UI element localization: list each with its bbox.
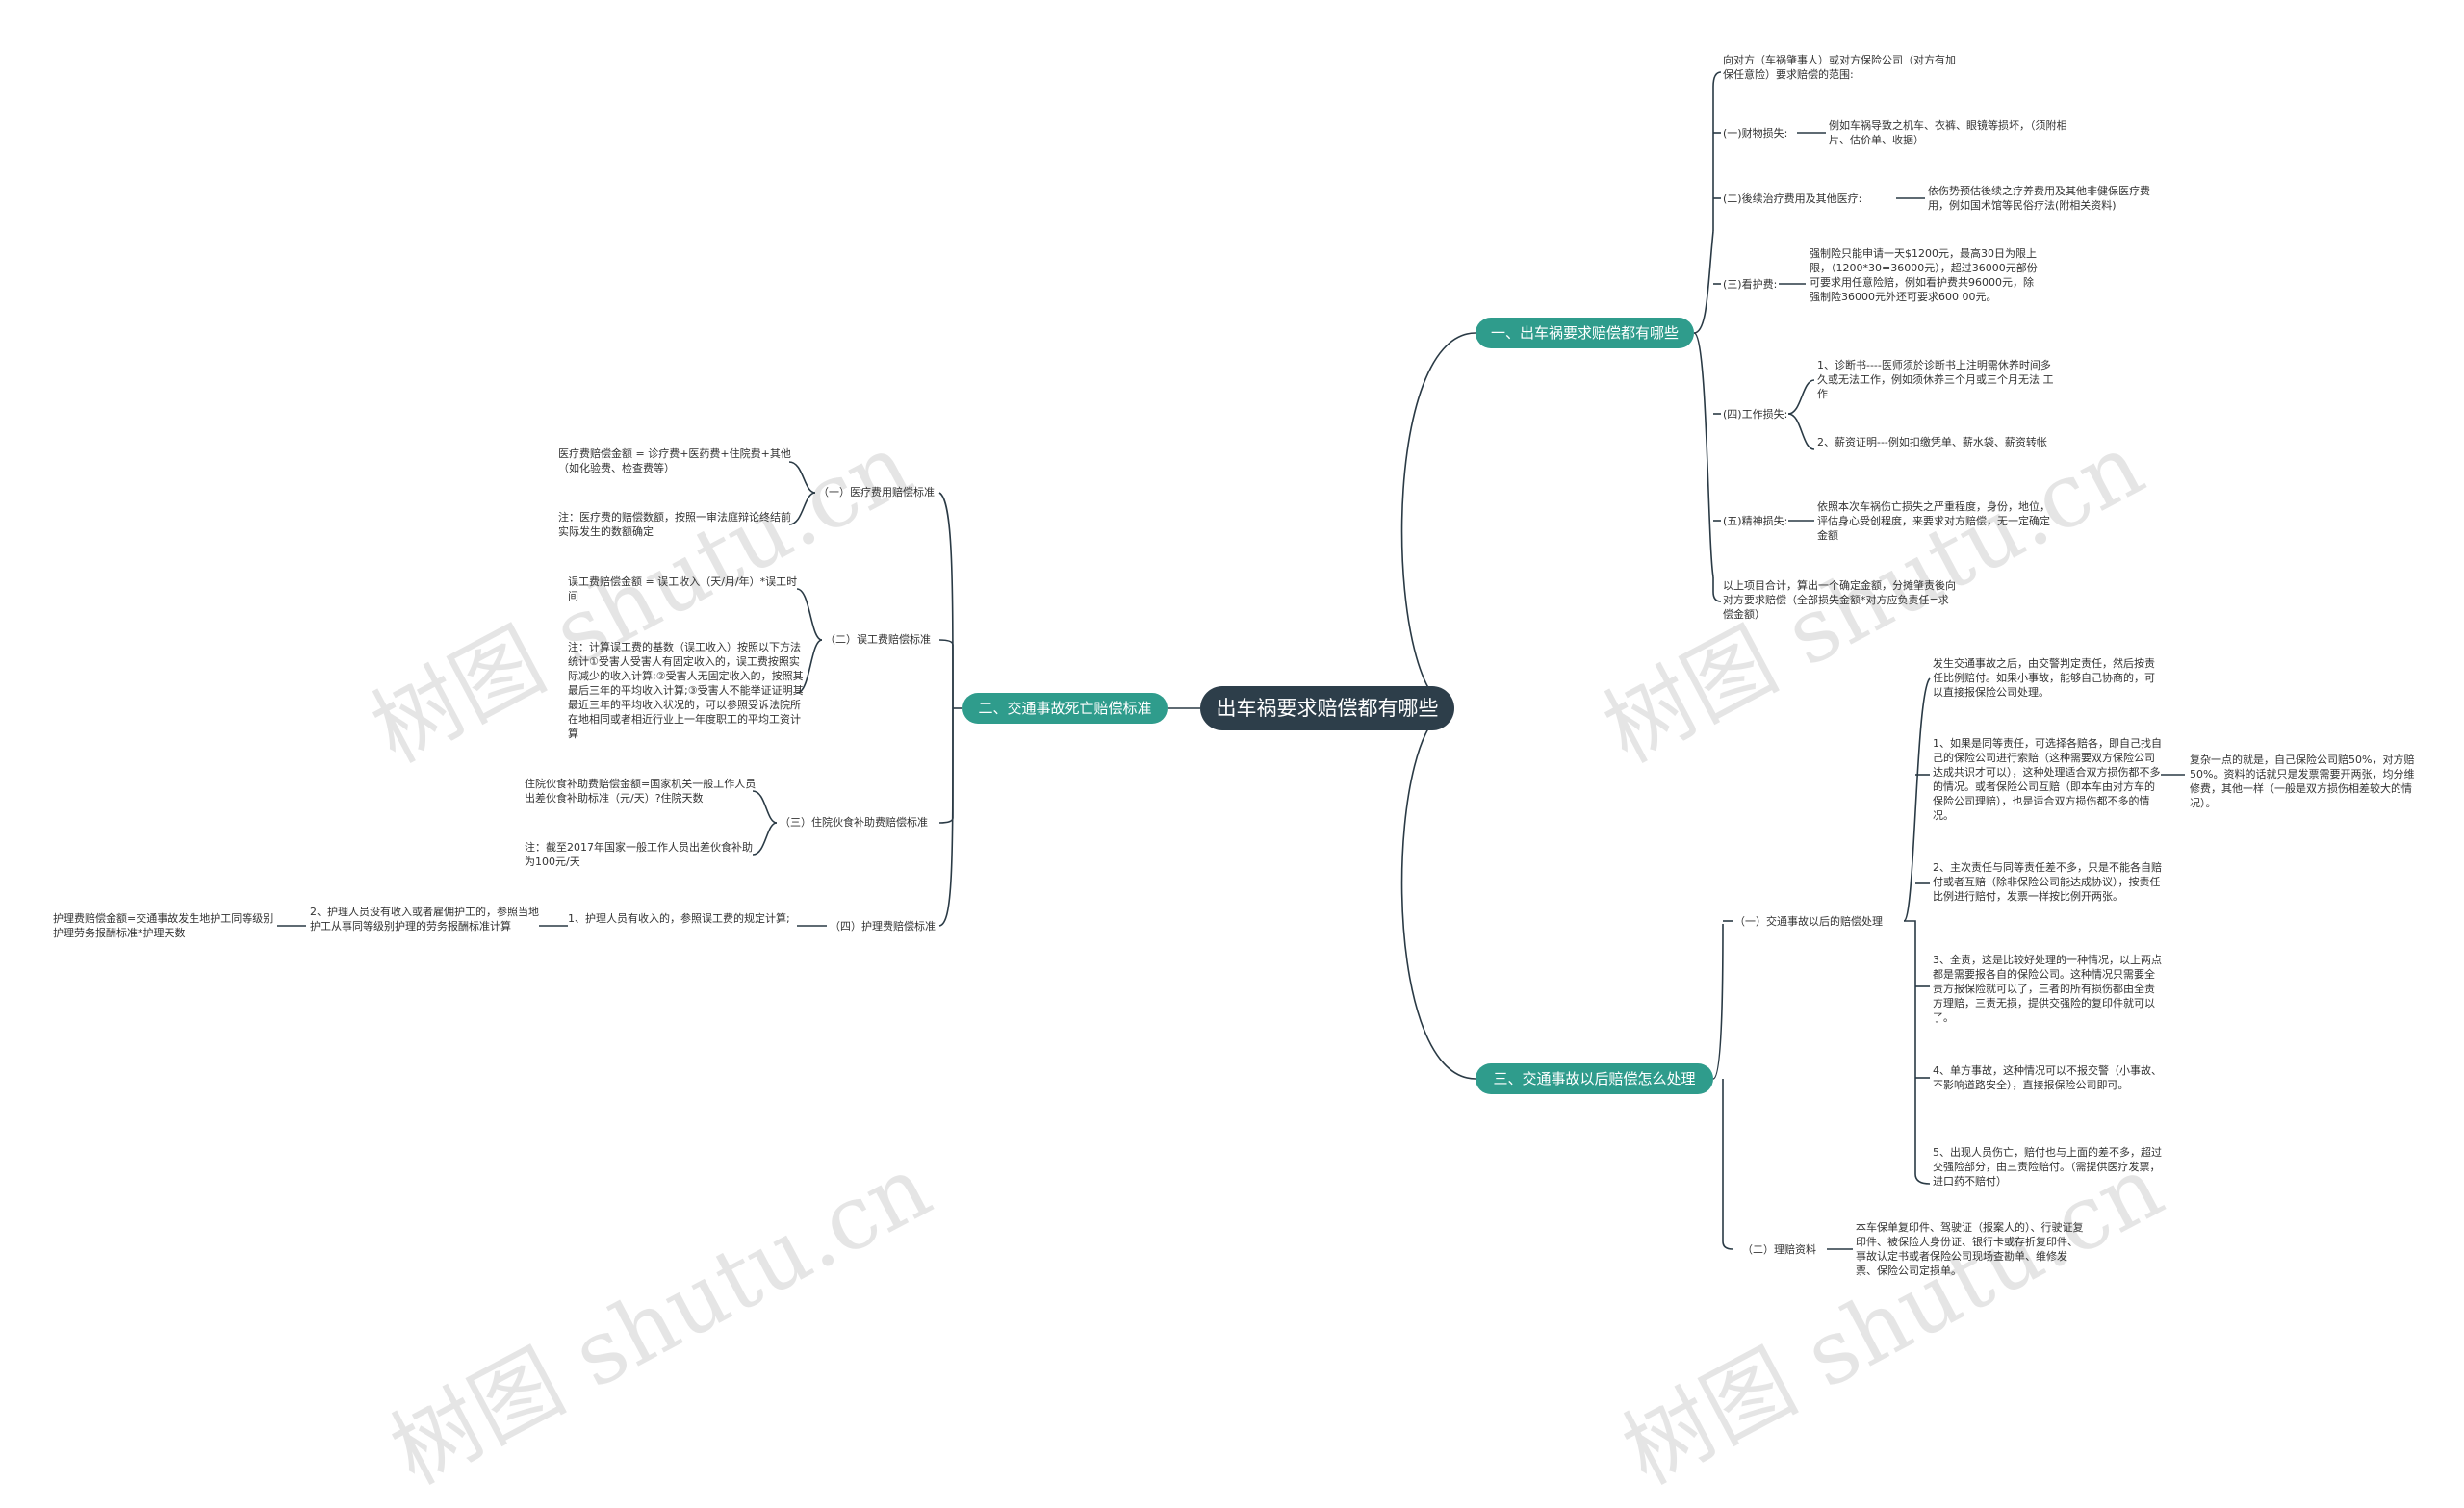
b1-item-detail: 强制险只能申请一天$1200元，最高30日为限上限，（1200*30=36000… [1810,247,2038,303]
b1-item-label[interactable]: (二)後续治疗费用及其他医疗: [1723,192,1862,205]
b2-item-detail: 注：医疗费的赔偿数额，按照一审法庭辩论终结前实际发生的数额确定 [558,511,791,538]
b3-item-detail: 2、主次责任与同等责任差不多，只是不能各自赔付或者互赔（除非保险公司能达成协议）… [1933,861,2162,903]
b1-item-label[interactable]: (四)工作损失: [1723,408,1788,421]
b3-item-detail: 3、全责，这是比较好处理的一种情况，以上两点都是需要报各自的保险公司。这种情况只… [1933,954,2162,1024]
b3-item-detail: 4、单方事故，这种情况可以不报交警（小事故、不影响道路安全），直接报保险公司即可… [1933,1064,2162,1091]
b2-item-label[interactable]: （三）住院伙食补助费赔偿标准 [780,816,928,829]
b2-item-detail: 误工费赔偿金额 = 误工收入（天/月/年）*误工时间 [568,575,798,602]
b1-item-detail: 依伤势预估後续之疗养费用及其他非健保医疗费用，例如国术馆等民俗疗法(附相关资料) [1928,185,2150,212]
branch1-intro: 向对方（车祸肇事人）或对方保险公司（对方有加保任意险）要求赔偿的范围: [1723,54,1956,81]
branch3-node[interactable]: 三、交通事故以后赔偿怎么处理 [1476,1063,1713,1094]
b1-item-detail: 依照本次车祸伤亡损失之严重程度，身份，地位，评估身心受创程度，来要求对方赔偿，无… [1817,500,2050,542]
b2-item-label[interactable]: （二）误工费赔偿标准 [825,633,931,646]
b2-item-detail: 注：计算误工费的基数（误工收入）按照以下方法统计①受害人受害人有固定收入的，误工… [568,641,804,740]
b2-item-detail: 1、护理人员有收入的，参照误工费的规定计算; [568,912,790,925]
b1-item-label[interactable]: (三)看护费: [1723,278,1778,291]
b3-item-label[interactable]: （二）理赔资料 [1742,1243,1816,1256]
b2-item-detail: 注：截至2017年国家一般工作人员出差伙食补助为100元/天 [525,841,753,868]
b2-item-sub: 2、护理人员没有收入或者雇佣护工的，参照当地护工从事同等级别护理的劳务报酬标准计… [310,906,539,933]
root-node[interactable]: 出车祸要求赔偿都有哪些 [1200,686,1454,730]
branch1-summary: 以上项目合计，算出一个确定金额，分摊肇责後向对方要求赔偿（全部损失金额*对方应负… [1723,579,1956,621]
branch1-node[interactable]: 一、出车祸要求赔偿都有哪些 [1476,318,1694,348]
b2-item-label[interactable]: （四）护理费赔偿标准 [830,920,936,933]
branch2-node[interactable]: 二、交通事故死亡赔偿标准 [962,693,1168,724]
b1-item-detail: 1、诊断书----医师须於诊断书上注明需休养时间多久或无法工作，例如须休养三个月… [1817,359,2054,400]
b3-item-label[interactable]: （一）交通事故以后的赔偿处理 [1734,915,1883,928]
b2-item-detail: 住院伙食补助费赔偿金额=国家机关一般工作人员出差伙食补助标准（元/天）?住院天数 [525,778,757,805]
b1-item-detail: 2、薪资证明---例如扣缴凭单、薪水袋、薪资转帐 [1817,436,2047,448]
b1-item-label[interactable]: (一)财物损失: [1723,127,1788,140]
b3-item-detail: 1、如果是同等责任，可选择各赔各，即自己找自己的保险公司进行索赔（这种需要双方保… [1933,737,2162,822]
b3-item-detail: 发生交通事故之后，由交警判定责任，然后按责任比例赔付。如果小事故，能够自己协商的… [1933,657,2155,699]
b3-item-aside: 复杂一点的就是，自己保险公司赔50%，对方赔50%。资料的话就只是发票需要开两张… [2190,754,2415,809]
b3-item-detail: 本车保单复印件、驾驶证（报案人的）、行驶证复印件、被保险人身份证、银行卡或存折复… [1856,1221,2084,1277]
b1-item-detail: 例如车祸导致之机车、衣裤、眼镜等损坏，（须附相片、估价单、收据） [1829,119,2067,146]
b2-item-subsub: 护理费赔偿金额=交通事故发生地护工同等级别护理劳务报酬标准*护理天数 [53,912,274,939]
b3-item-detail: 5、出现人员伤亡，赔付也与上面的差不多，超过交强险部分，由三责险赔付。（需提供医… [1933,1146,2162,1188]
b2-item-label[interactable]: （一）医疗费用赔偿标准 [818,486,935,498]
b1-item-label[interactable]: (五)精神损失: [1723,515,1788,527]
b2-item-detail: 医疗费赔偿金额 = 诊疗费+医药费+住院费+其他（如化验费、检查费等） [558,447,791,474]
